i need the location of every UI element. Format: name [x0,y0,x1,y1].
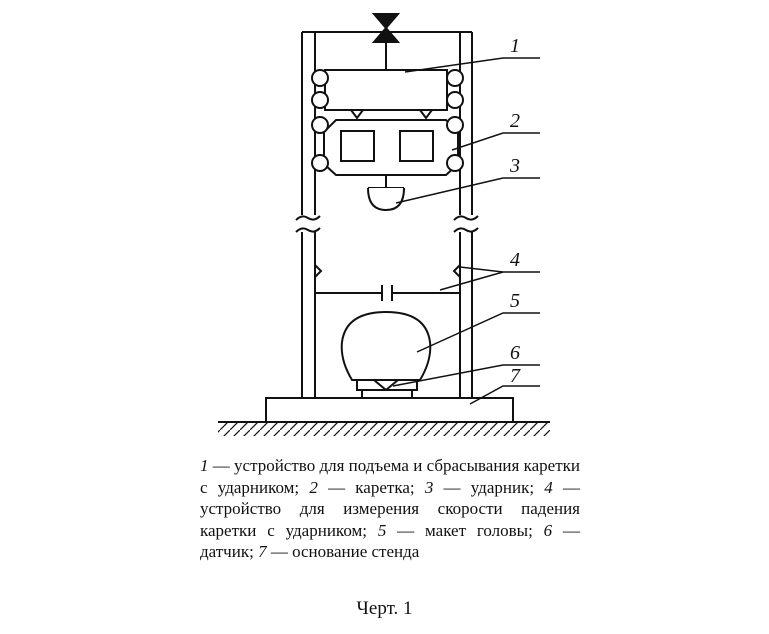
figure-legend: 1 — устройство для подъема и сбрасывания… [200,455,580,563]
legend-num-2: 2 [309,477,318,497]
legend-num-1: 1 [200,456,209,475]
head-model [340,310,432,381]
guide-rollers [311,69,464,172]
callout-6: 6 [510,342,520,364]
test-stand-diagram: 1 2 3 4 5 6 7 [218,13,550,436]
left-guide-column [295,32,321,398]
callout-4: 4 [510,249,520,271]
stand-base [265,397,514,423]
legend-text-2: — каретка; [317,477,425,497]
top-crossbar [302,13,472,70]
ground [218,421,550,436]
callout-2: 2 [510,110,520,132]
legend-text-5: — макет головы; [386,520,544,540]
legend-text-6: — датчик; [200,520,581,562]
legend-num-6: 6 [543,520,553,540]
legend-text-3: — ударник; [433,477,545,497]
legend-num-3: 3 [424,477,434,497]
legend-text-7: — основание стенда [266,542,420,561]
lifting-device [324,69,448,120]
leader-lines [392,57,540,405]
carriage [323,119,459,188]
striker [367,187,405,212]
right-guide-column [453,32,479,398]
legend-num-4: 4 [544,477,553,497]
figure-title: Черт. 1 [356,598,413,619]
speed-measuring-device [314,264,461,301]
legend-text-4: — устройство для измерения скорости паде… [200,477,580,540]
callout-5: 5 [510,290,520,312]
legend-num-5: 5 [377,520,387,540]
callout-7: 7 [510,365,521,387]
sensor [356,379,418,398]
legend-num-7: 7 [258,542,267,561]
legend-text-1: — устройство для подъема и сбрасывания к… [200,456,580,497]
callout-1: 1 [510,35,520,57]
callout-3: 3 [509,155,520,177]
